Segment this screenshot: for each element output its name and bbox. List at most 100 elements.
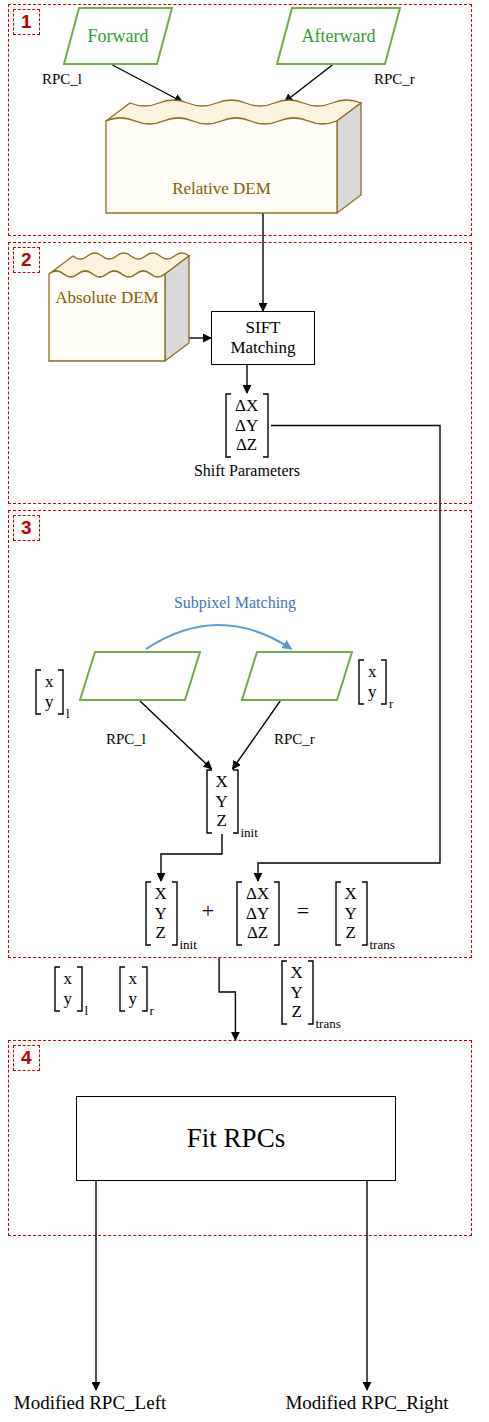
subscript: r	[150, 1003, 154, 1018]
connector	[189, 337, 211, 338]
edge-label: RPC_l	[104, 731, 148, 747]
connector	[246, 365, 247, 393]
connector	[285, 65, 333, 102]
image-title: Forward	[88, 26, 149, 47]
caption-holder: Shift Parameters	[194, 462, 300, 480]
coordinate-matrix: ΔX ΔY ΔZShift Parameters	[224, 393, 270, 458]
parallelogram-outline	[64, 8, 172, 64]
edge-label-holder: RPC_l	[104, 730, 148, 748]
edge-label: RPC_l	[40, 71, 84, 87]
matrix-entries: X Y Z	[280, 960, 314, 1025]
matrix-entries: x y	[34, 669, 65, 714]
output-label: Modified RPC_Right	[285, 1392, 448, 1413]
parallelogram-outline	[80, 652, 200, 700]
image-node: Forward	[63, 7, 173, 65]
matrix-entries: x y	[118, 966, 149, 1011]
dem-shape	[49, 256, 189, 361]
bracket-pair	[226, 394, 268, 457]
operator-sign: =	[297, 898, 309, 923]
dem-block: Absolute DEM	[49, 256, 189, 361]
coordinate-matrix: ΔX ΔY ΔZ	[235, 881, 281, 946]
matrix-entries: X Y Z	[144, 881, 178, 946]
matrix-entries: ΔX ΔY ΔZ	[235, 881, 280, 946]
dem-title: Relative DEM	[172, 179, 271, 199]
image-title: Afterward	[302, 26, 376, 47]
coordinate-matrix: x yl	[34, 669, 65, 715]
bracket-pair	[359, 660, 386, 704]
edge-label-holder: RPC_r	[272, 730, 317, 748]
subscript-holder: trans	[369, 935, 395, 953]
dem-front-face	[106, 118, 337, 213]
dem-front-face	[49, 271, 165, 361]
dem-side-face	[165, 256, 189, 361]
process-box: SIFT Matching	[211, 311, 315, 365]
edge-label: RPC_r	[372, 71, 417, 87]
connector	[113, 65, 183, 102]
connector	[262, 213, 263, 311]
coordinate-matrix: X Y Zinit	[144, 881, 179, 946]
parallelogram-outline	[277, 8, 400, 64]
output-text: Modified RPC_Left	[14, 1392, 167, 1414]
parallelogram-outline	[242, 652, 352, 700]
dem-side-face	[337, 103, 361, 213]
bracket-pair	[55, 967, 82, 1011]
connector	[219, 958, 235, 1040]
step-panel: 3x ylx yrX Y ZinitX Y ZinitΔX ΔY ΔZX Y Z…	[8, 510, 472, 958]
matrix-entries: X Y Z	[205, 769, 239, 834]
image-node: x yr	[241, 651, 353, 701]
step-number: 1	[13, 9, 40, 35]
image-parallelogram	[79, 651, 201, 701]
operator-sign: +	[202, 898, 214, 923]
connector	[95, 1181, 96, 1390]
subscript-holder: r	[149, 1001, 154, 1019]
edge-label-holder: RPC_r	[372, 70, 417, 88]
bracket-pair	[36, 670, 63, 714]
step-number: 2	[13, 247, 40, 273]
connector	[146, 625, 291, 649]
subscript-holder: l	[65, 704, 70, 722]
dem-title: Absolute DEM	[55, 288, 158, 308]
output-text: Modified RPC_Right	[285, 1392, 448, 1414]
subscript-holder: l	[84, 1001, 89, 1019]
subscript: l	[66, 706, 70, 721]
bracket-pair	[336, 882, 367, 945]
matrix-entries: x y	[53, 966, 84, 1011]
bracket-pair	[207, 770, 238, 833]
edge-label: RPC_r	[272, 731, 317, 747]
step-number: 3	[13, 515, 40, 541]
subscript: trans	[370, 937, 395, 952]
connector	[366, 1181, 367, 1390]
dem-block: Relative DEM	[106, 103, 361, 213]
matrix-entries: X Y Z	[334, 881, 368, 946]
matrix-entries: x y	[357, 659, 388, 704]
image-parallelogram	[241, 651, 353, 701]
coordinate-matrix: x yl	[53, 966, 84, 1012]
coordinate-matrix: X Y Zinit	[205, 769, 240, 834]
subscript: init	[180, 937, 197, 952]
step-panel: 4Fit RPCs	[8, 1040, 472, 1236]
bracket-pair	[282, 961, 313, 1024]
process-title: SIFT Matching	[230, 318, 295, 357]
coordinate-matrix: X Y Ztrans	[280, 960, 315, 1025]
subscript: l	[85, 1003, 89, 1018]
coordinate-matrix: X Y Ztrans	[334, 881, 369, 946]
subscript-holder: r	[388, 694, 393, 712]
step-number: 4	[13, 1045, 40, 1071]
output-label: Modified RPC_Left	[14, 1392, 167, 1413]
edge-label-holder: Subpixel Matching	[172, 594, 298, 612]
bracket-pair	[120, 967, 147, 1011]
coordinate-matrix: x yr	[357, 659, 388, 705]
subscript-holder: init	[240, 823, 258, 841]
step-panel: 2Absolute DEMSIFT MatchingΔX ΔY ΔZShift …	[8, 242, 472, 504]
process-box: Fit RPCs	[76, 1096, 396, 1181]
matrix-caption: Shift Parameters	[194, 462, 300, 479]
coordinate-matrix: x yr	[118, 966, 149, 1012]
matrix-entries: ΔX ΔY ΔZ	[224, 393, 269, 458]
process-title: Fit RPCs	[187, 1123, 285, 1154]
edge-label-holder: RPC_l	[40, 70, 84, 88]
operator-holder: =	[297, 898, 309, 924]
subscript: trans	[316, 1016, 341, 1031]
subscript-holder: init	[179, 935, 197, 953]
